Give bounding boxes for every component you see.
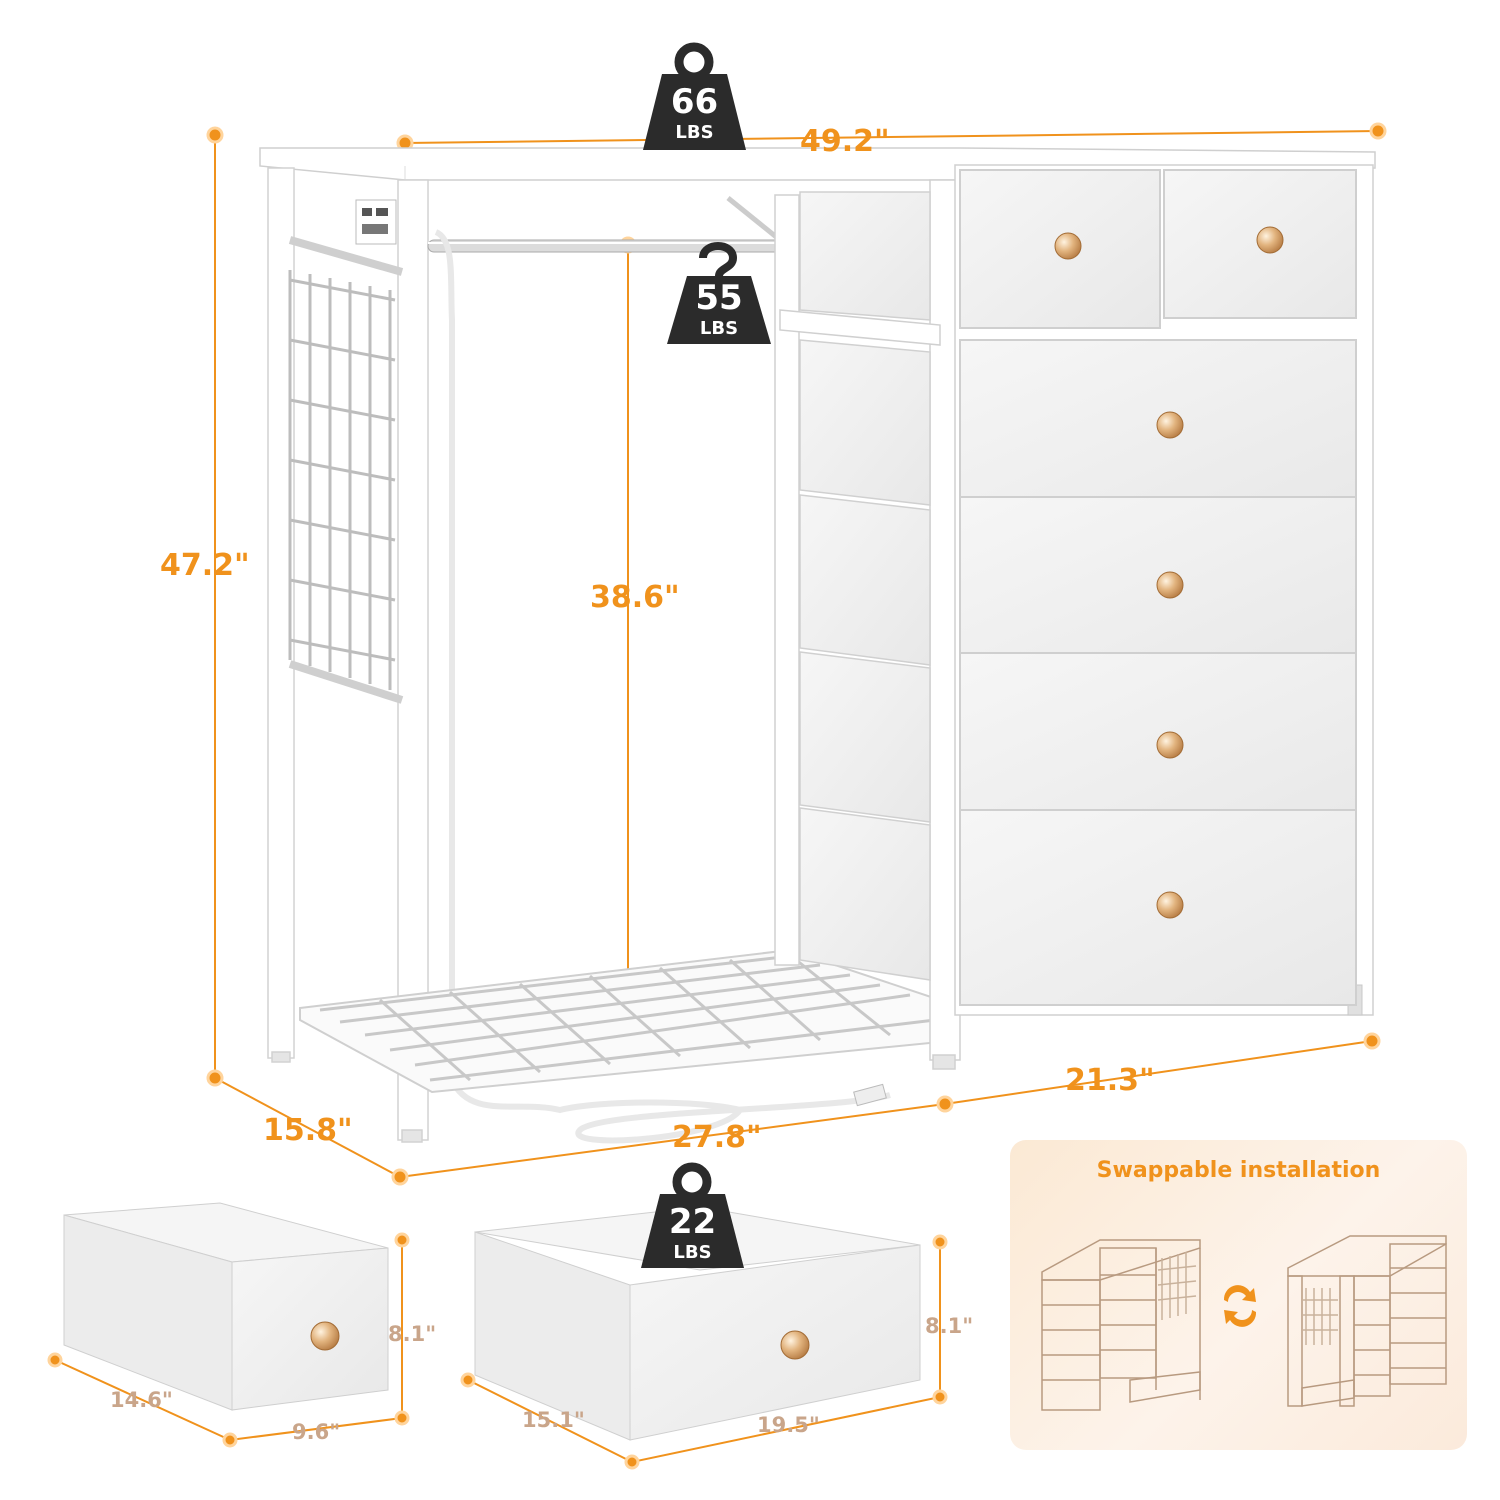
total-width-label: 49.2"	[800, 124, 890, 159]
top-weight-value: 66	[670, 82, 719, 122]
top-weight-unit: LBS	[675, 122, 714, 143]
swap-diagram	[1041, 1235, 1447, 1411]
small-drawer-width-label: 9.6"	[292, 1420, 341, 1444]
side-grid	[288, 270, 396, 690]
swappable-installation-panel: Swappable installation	[1010, 1140, 1467, 1450]
hook-weight-icon	[667, 242, 771, 344]
power-cord	[434, 229, 891, 1144]
knobs	[1054, 226, 1284, 919]
power-strip	[355, 199, 397, 245]
weight-icon	[643, 42, 746, 150]
drawer-width-label: 21.3"	[1065, 1063, 1155, 1098]
swap-arrows-icon	[1223, 1285, 1257, 1327]
large-drawer	[474, 1206, 921, 1441]
height-label: 47.2"	[160, 548, 250, 583]
config-right	[1287, 1235, 1447, 1407]
drawer-weight-badge: 22 LBS	[640, 1162, 745, 1270]
rod-weight-badge: 55 LBS	[665, 240, 773, 345]
side-drawer-faces	[799, 191, 931, 981]
large-drawer-height-label: 8.1"	[925, 1314, 974, 1338]
dimension-lines	[214, 130, 1379, 1178]
small-drawer-dims	[54, 1240, 403, 1441]
weight-icon	[641, 1162, 744, 1268]
panel-title: Swappable installation	[1096, 1158, 1381, 1183]
top-weight-badge: 66 LBS	[642, 40, 747, 152]
large-drawer-dims	[467, 1242, 941, 1463]
hanging-height-label: 38.6"	[590, 580, 680, 615]
large-drawer-width-label: 19.5"	[757, 1413, 820, 1437]
drawer-weight-value: 22	[668, 1202, 717, 1242]
drawer-tower	[954, 164, 1374, 1016]
bottom-shelf	[299, 948, 941, 1094]
rod-weight-value: 55	[695, 278, 743, 318]
config-left	[1041, 1239, 1201, 1411]
rod-weight-unit: LBS	[699, 318, 739, 339]
small-drawer-height-label: 8.1"	[388, 1322, 437, 1346]
open-width-label: 27.8"	[672, 1120, 762, 1155]
small-drawer	[63, 1202, 389, 1411]
large-drawer-depth-label: 15.1"	[522, 1408, 585, 1432]
depth-label: 15.8"	[263, 1113, 353, 1148]
drawer-weight-unit: LBS	[673, 1242, 712, 1263]
small-drawer-depth-label: 14.6"	[110, 1388, 173, 1412]
